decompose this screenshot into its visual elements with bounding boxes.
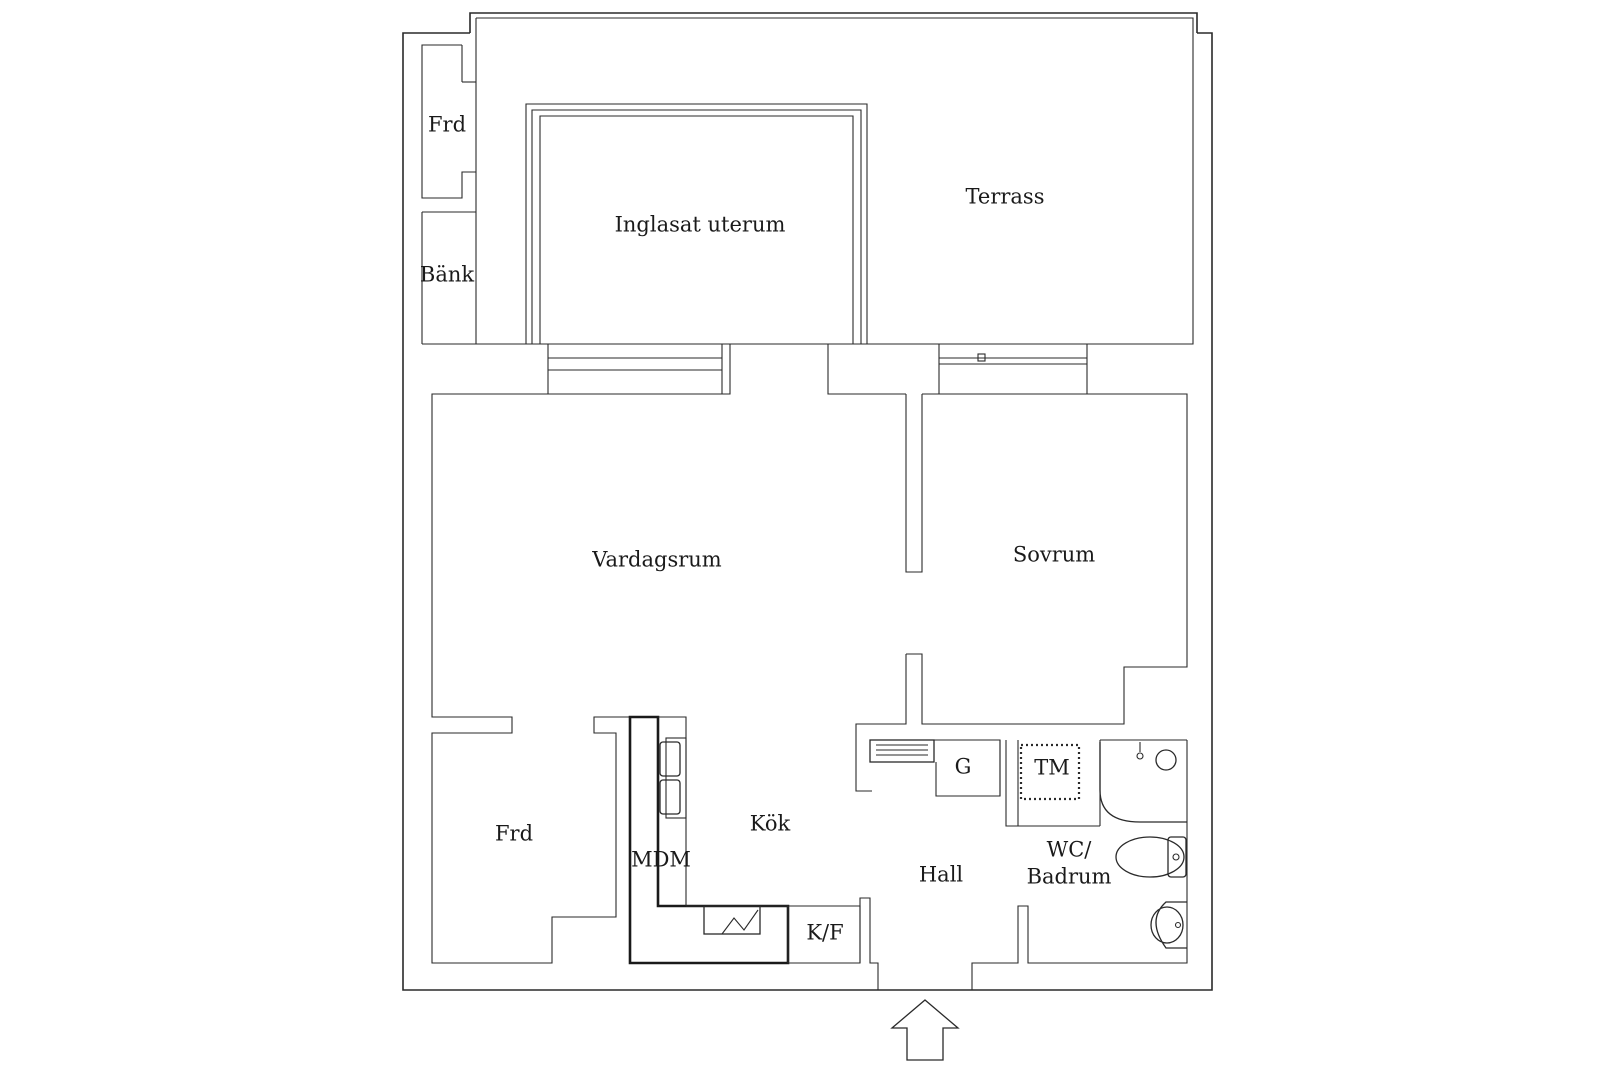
room-label-kf: K/F [806,921,843,945]
toilet-icon [1115,836,1187,878]
kitchen-sink-icon [659,737,687,819]
room-label-terrass: Terrass [966,185,1045,209]
room-label-kok: Kök [750,812,791,836]
partition-wall [855,393,1188,792]
kitchen-counter [628,715,861,965]
storage-column [421,44,476,344]
bathroom-walls [1018,739,1187,827]
terrace-openings [547,344,1088,395]
hall-walls [859,740,1188,990]
room-label-frd-top: Frd [428,113,466,137]
stove-icon [703,905,761,935]
washbasin-icon [1150,901,1187,949]
radiator-icon [869,739,935,763]
room-label-vardagsrum: Vardagsrum [591,548,722,572]
room-label-mdm: MDM [631,848,691,872]
room-label-uterum: Inglasat uterum [615,213,786,237]
living-room-walls [431,393,630,964]
room-label-frd-bottom: Frd [495,822,533,846]
room-label-g: G [955,755,972,779]
outer-walls [402,12,1213,991]
sunroom-frame [525,103,868,344]
entrance-arrow-icon [890,999,960,1061]
terrace-outline [422,17,1194,345]
room-label-tm: TM [1034,756,1070,780]
room-label-sovrum: Sovrum [1013,543,1095,567]
closet-g [934,739,1019,827]
room-label-badrum: Badrum [1027,865,1112,889]
shower-icon [1099,742,1187,823]
room-label-bank: Bänk [420,263,474,287]
room-label-wc: WC/ [1047,838,1093,862]
room-label-hall: Hall [919,863,964,887]
washing-machine [1019,743,1081,801]
